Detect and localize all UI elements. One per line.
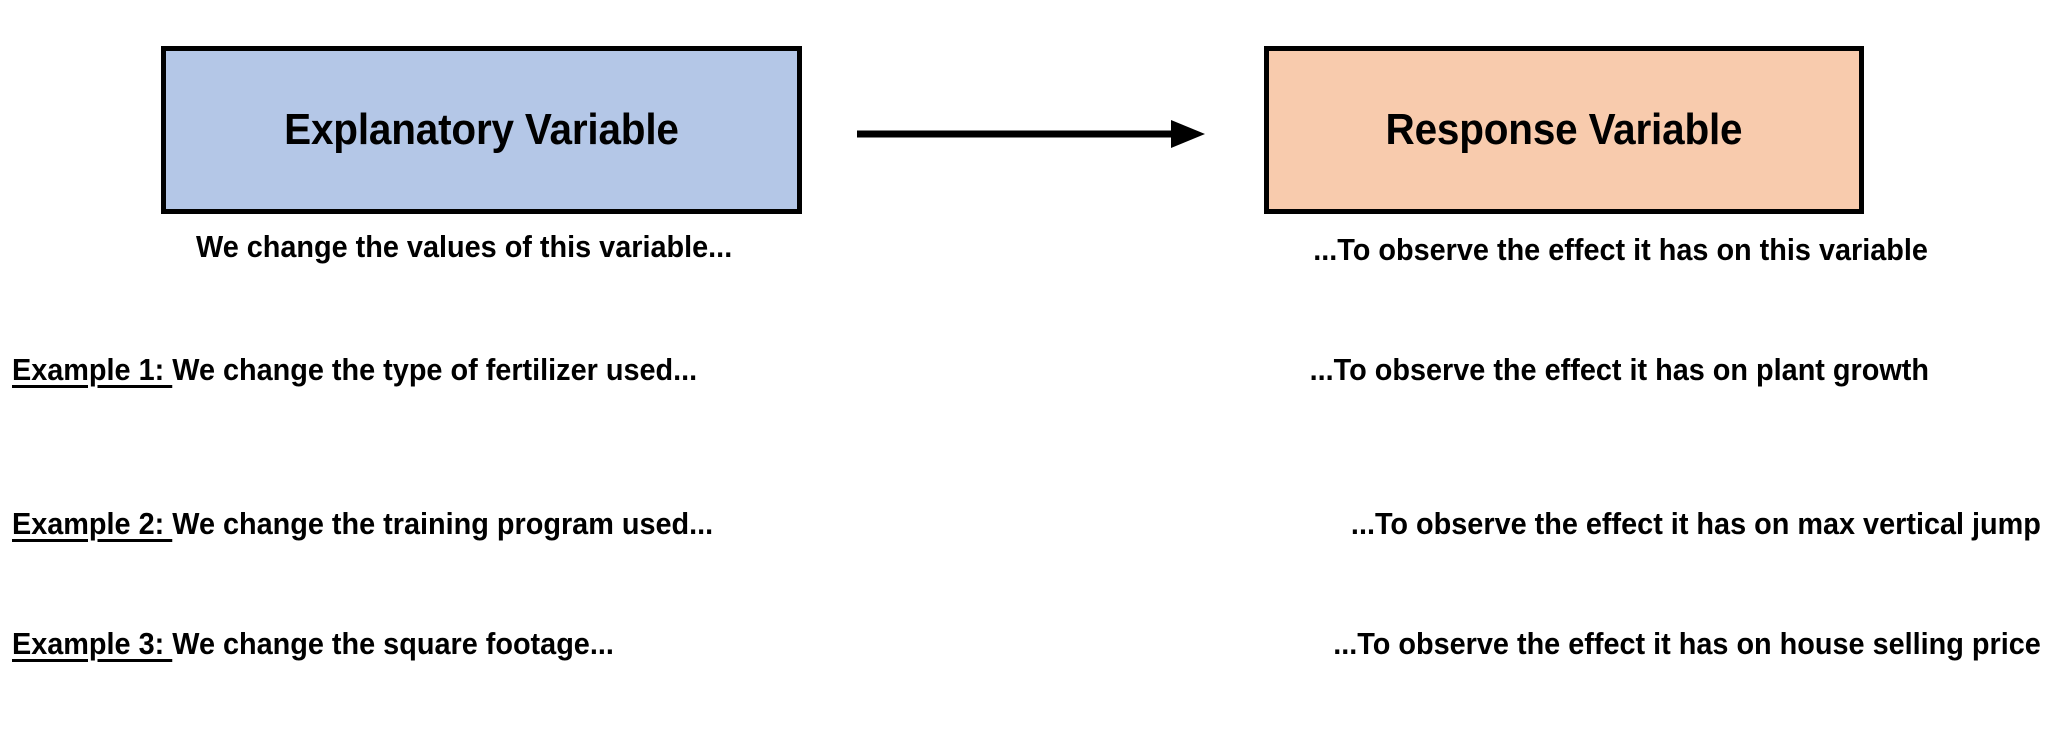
example-1-right-text: ...To observe the effect it has on plant… — [1309, 352, 1929, 387]
explanatory-variable-box: Explanatory Variable — [161, 46, 802, 214]
example-1-left: Example 1: We change the type of fertili… — [12, 354, 697, 385]
example-2-right-text: ...To observe the effect it has on max v… — [1351, 506, 2041, 541]
right-arrow-icon — [855, 112, 1205, 156]
response-variable-box: Response Variable — [1264, 46, 1864, 214]
example-1-tag: Example 1: — [12, 352, 173, 387]
example-3-left: Example 3: We change the square footage.… — [12, 628, 614, 659]
example-3-right-text: ...To observe the effect it has on house… — [1333, 626, 2041, 661]
explanatory-caption: We change the values of this variable... — [196, 229, 733, 264]
example-2-tag: Example 2: — [12, 506, 173, 541]
example-row: Example 2: We change the training progra… — [0, 500, 2051, 546]
example-1-left-text: We change the type of fertilizer used... — [172, 352, 698, 387]
explanatory-variable-label: Explanatory Variable — [284, 105, 679, 154]
example-3-left-text: We change the square footage... — [172, 626, 614, 661]
example-3-tag: Example 3: — [12, 626, 173, 661]
example-2-left: Example 2: We change the training progra… — [12, 508, 713, 539]
response-caption: ...To observe the effect it has on this … — [1313, 232, 1928, 267]
response-variable-label: Response Variable — [1385, 105, 1743, 154]
example-2-left-text: We change the training program used... — [172, 506, 714, 541]
example-row: Example 1: We change the type of fertili… — [0, 346, 2051, 392]
example-row: Example 3: We change the square footage.… — [0, 620, 2051, 666]
